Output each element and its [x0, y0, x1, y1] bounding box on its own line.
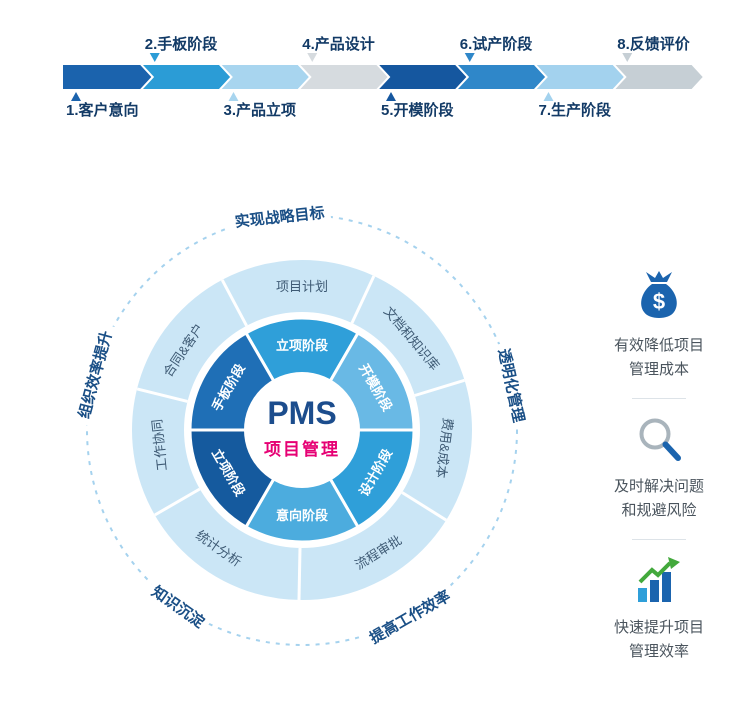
- benefit-caption-line: 和规避风险: [621, 502, 697, 519]
- timeline-stage-label: 3.产品立项: [224, 101, 297, 119]
- pointer-up-icon: [543, 92, 554, 101]
- dollar-glyph: $: [653, 289, 665, 314]
- magnifier-glass: [639, 418, 671, 450]
- outer-goal-label: 组织效率提升: [75, 329, 116, 421]
- pointer-down-icon: [464, 53, 475, 62]
- ring-separator: [220, 279, 248, 327]
- timeline-segment-7: [532, 63, 627, 91]
- label-mask: [227, 199, 332, 233]
- benefit-item: 及时解决问题 和规避风险: [583, 415, 735, 523]
- money-bag-tie: [646, 271, 672, 282]
- timeline-stage-label: 1.客户意向: [66, 101, 139, 119]
- magnifier-handle: [662, 441, 681, 461]
- timeline-segment-2: [138, 63, 233, 91]
- pointer-down-icon: [307, 53, 318, 62]
- benefit-caption: 快速提升项目 管理效率: [583, 616, 735, 664]
- chart-up-icon: [638, 557, 680, 602]
- timeline-segment-1: [61, 63, 155, 91]
- ring-feature-label: 项目计划: [276, 279, 328, 294]
- feature-ring: [132, 260, 472, 600]
- timeline-stage-label: 2.手板阶段: [145, 35, 218, 53]
- outer-goal-bottom-right: 提高工作效率: [359, 581, 460, 652]
- divider: [632, 398, 686, 399]
- ring-feature-label: 工作协同: [149, 418, 169, 471]
- ring-separator: [136, 387, 188, 403]
- timeline-segment-3: [217, 63, 312, 91]
- pms-wheel: 实现战略目标 透明化管理 组织效率提升 提高工作效率 知识沉淀 项目计划 文档和…: [70, 199, 533, 652]
- label-mask: [143, 577, 214, 636]
- benefit-caption-line: 及时解决问题: [613, 478, 704, 495]
- timeline-segment-8: [610, 63, 706, 91]
- benefit-caption: 及时解决问题 和规避风险: [583, 475, 735, 523]
- money-bag-body: [641, 284, 677, 318]
- chart-bar: [638, 588, 647, 602]
- chart-trend-line: [638, 561, 672, 584]
- pointer-up-icon: [386, 92, 396, 101]
- money-bag-icon: $: [641, 271, 677, 318]
- pointer-down-icon: [149, 53, 160, 62]
- label-mask: [70, 322, 119, 427]
- process-timeline: 1.客户意向 2.手板阶段 3.产品立项 4.产品设计 5.开模阶段 6.试产阶…: [61, 35, 706, 119]
- center-title: PMS: [267, 395, 336, 431]
- timeline-segment-5: [374, 63, 470, 91]
- outer-goal-left: 组织效率提升: [70, 322, 119, 427]
- benefit-caption-line: 快速提升项目: [613, 619, 704, 636]
- benefit-item: 快速提升项目 管理效率: [583, 556, 735, 664]
- benefit-caption: 有效降低项目 管理成本: [583, 334, 735, 382]
- timeline-stage-label: 5.开模阶段: [381, 101, 454, 119]
- pointer-up-icon: [228, 92, 239, 101]
- ring-separator: [154, 487, 201, 517]
- ring-feature-label: 费用&成本: [433, 417, 455, 479]
- benefit-caption-line: 有效降低项目: [613, 337, 704, 354]
- center-subtitle: 项目管理: [264, 439, 340, 459]
- outer-goal-top: 实现战略目标: [227, 199, 332, 233]
- timeline-stage-label: 7.生产阶段: [539, 101, 612, 119]
- outer-goal-right: 透明化管理: [492, 340, 533, 430]
- ring-separator: [297, 547, 302, 601]
- label-mask: [492, 340, 533, 430]
- phase-label: 意向阶段: [276, 508, 328, 523]
- ring-separator: [401, 491, 447, 522]
- ring-separator: [414, 378, 465, 397]
- benefits-column: $ 有效降低项目 管理成本 及时解决问题 和规避风险 快速提升项目 管理效率: [583, 270, 735, 664]
- chart-bar: [662, 572, 671, 602]
- pointer-down-icon: [622, 53, 633, 62]
- ring-separator: [350, 275, 376, 324]
- magnifier-icon: [639, 418, 681, 461]
- divider: [632, 539, 686, 540]
- pointer-up-icon: [71, 92, 81, 101]
- outer-goal-bottom-left: 知识沉淀: [143, 577, 214, 636]
- phase-label: 立项阶段: [276, 338, 328, 353]
- chart-bar: [650, 580, 659, 602]
- outer-goal-label: 知识沉淀: [148, 582, 208, 632]
- label-mask: [359, 581, 460, 652]
- outer-goal-label: 提高工作效率: [367, 587, 454, 648]
- benefit-caption-line: 管理效率: [628, 643, 689, 660]
- timeline-segment-4: [295, 63, 391, 91]
- timeline-stage-label: 6.试产阶段: [460, 35, 533, 53]
- benefit-item: $ 有效降低项目 管理成本: [583, 270, 735, 382]
- chart-arrowhead: [668, 557, 680, 569]
- timeline-segment-6: [453, 63, 548, 91]
- benefit-caption-line: 管理成本: [628, 361, 689, 378]
- timeline-stage-label: 8.反馈评价: [617, 35, 691, 53]
- timeline-stage-label: 4.产品设计: [302, 35, 375, 53]
- center-hub: [244, 372, 360, 488]
